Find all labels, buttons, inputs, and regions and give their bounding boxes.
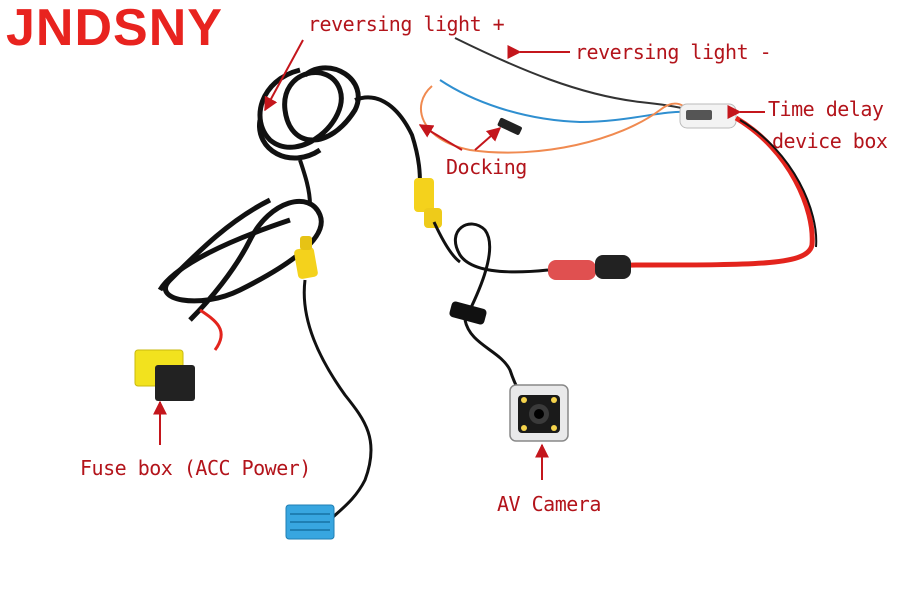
reversing-plus-wire xyxy=(439,79,691,124)
video-cable xyxy=(302,221,461,522)
black-cable-coil-upper xyxy=(257,65,422,206)
brand-logo: JNDSNY xyxy=(6,0,223,57)
fuse-holder xyxy=(134,349,195,401)
inline-connector xyxy=(548,255,631,280)
label-docking: Docking xyxy=(446,155,527,179)
label-time-delay-line1: Time delay xyxy=(768,97,884,121)
label-av-camera: AV Camera xyxy=(497,492,601,516)
annotation-arrows xyxy=(153,39,765,480)
blue-connector xyxy=(285,504,335,540)
camera-cable xyxy=(449,222,549,407)
docking-orange-wire xyxy=(420,85,691,154)
label-fuse-box: Fuse box (ACC Power) xyxy=(80,456,311,480)
label-reversing-light-plus: reversing light + xyxy=(308,12,505,36)
reversing-minus-wire xyxy=(454,37,691,111)
black-cable-coil-lower xyxy=(157,197,324,351)
time-delay-box xyxy=(679,103,737,129)
rca-connector-right xyxy=(414,178,442,228)
rca-connector-left xyxy=(294,236,318,279)
docking-connector xyxy=(497,117,522,135)
camera xyxy=(509,384,569,442)
label-reversing-light-minus: reversing light - xyxy=(575,40,772,64)
label-time-delay-line2: device box xyxy=(772,129,888,153)
